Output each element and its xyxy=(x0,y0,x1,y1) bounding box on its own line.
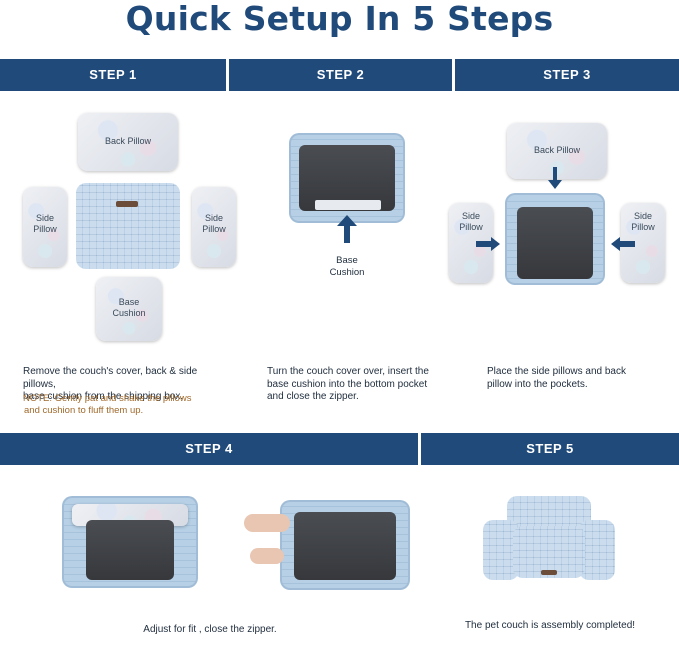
couch-cover xyxy=(76,183,180,269)
step-2-desc-line: Turn the couch cover over, insert the xyxy=(267,366,429,377)
couch-back xyxy=(507,496,591,530)
side-pillow-right-label-2: Pillow xyxy=(202,224,226,234)
back-pillow-label: Back Pillow xyxy=(104,136,151,146)
base-cushion-caption-1: Base xyxy=(336,255,358,266)
side-pillow-left-label-1: Side xyxy=(35,213,54,223)
step-5-illustration xyxy=(421,470,679,620)
base-cushion-label-2: Cushion xyxy=(112,308,146,318)
side-pillow-left-label-1: Side xyxy=(461,211,480,221)
couch-seat-zipping xyxy=(294,512,396,580)
step-2-description: Turn the couch cover over, insert the ba… xyxy=(267,366,452,404)
step-3-header: STEP 3 xyxy=(455,59,679,91)
arrow-left-icon xyxy=(611,237,635,251)
step-5-header: STEP 5 xyxy=(421,433,679,465)
step-4-illustration xyxy=(0,470,418,620)
side-pillow-right-label-2: Pillow xyxy=(631,222,655,232)
couch-seat xyxy=(86,520,174,580)
couch-inner-pocket xyxy=(517,207,593,279)
arrow-up-icon xyxy=(337,215,357,243)
step-3-illustration: Back Pillow Side Pillow Side Pillow xyxy=(449,95,679,350)
couch-seat-cushion xyxy=(513,526,585,578)
base-cushion: Base Cushion xyxy=(96,277,162,341)
back-pillow: Back Pillow xyxy=(78,113,178,171)
couch-arm-right xyxy=(579,520,615,580)
step-2-header: STEP 2 xyxy=(229,59,452,91)
hand-lower xyxy=(250,548,284,564)
step-1-header: STEP 1 xyxy=(0,59,226,91)
hand-left xyxy=(244,514,290,532)
step-1-note-line: NOTE: Gently pat and shake the pillows xyxy=(23,393,192,404)
side-pillow-right: Side Pillow xyxy=(192,187,236,267)
base-cushion-label-1: Base xyxy=(118,297,140,307)
step-2-desc-line: base cushion into the bottom pocket xyxy=(267,378,428,390)
step-4-header: STEP 4 xyxy=(0,433,418,465)
side-pillow-left-label-2: Pillow xyxy=(33,224,57,234)
step-3-desc-line: Place the side pillows and back xyxy=(487,366,626,377)
arrow-down-icon xyxy=(548,167,562,189)
step-3-description: Place the side pillows and back pillow i… xyxy=(487,366,667,391)
arrow-right-icon xyxy=(476,237,500,251)
step-1-desc-line: base cushion from the shipping box. xyxy=(23,391,184,402)
step-1-description: Remove the couch's cover, back & side pi… xyxy=(23,366,228,404)
page-title: Quick Setup In 5 Steps xyxy=(125,0,554,38)
step-3-desc-line: pillow into the pockets. xyxy=(487,378,588,390)
step-1-desc-line: Remove the couch's cover, back & side pi… xyxy=(23,366,198,390)
step-2-illustration: Base Cushion xyxy=(229,95,452,350)
side-pillow-right-label-1: Side xyxy=(204,213,223,223)
step-2-desc-line: and close the zipper. xyxy=(267,391,359,402)
step-1-illustration: Back Pillow Side Pillow Side Pillow Base… xyxy=(0,95,236,350)
step-5-caption: The pet couch is assembly completed! xyxy=(464,620,636,631)
step-4-caption: Adjust for fit , close the zipper. xyxy=(143,624,277,635)
couch-leather-tag xyxy=(116,201,138,207)
couch-leather-tag xyxy=(541,570,557,575)
side-pillow-right-label-1: Side xyxy=(633,211,652,221)
side-pillow-left: Side Pillow xyxy=(23,187,67,267)
side-pillow-left-label-2: Pillow xyxy=(459,222,483,232)
step-1-note: NOTE: Gently pat and shake the pillows a… xyxy=(23,393,228,417)
base-cushion-caption-2: Cushion xyxy=(329,267,365,278)
step-1-note-line: and cushion to fluff them up. xyxy=(24,405,144,416)
pocket-opening xyxy=(315,200,381,210)
back-pillow-label: Back Pillow xyxy=(533,145,580,155)
